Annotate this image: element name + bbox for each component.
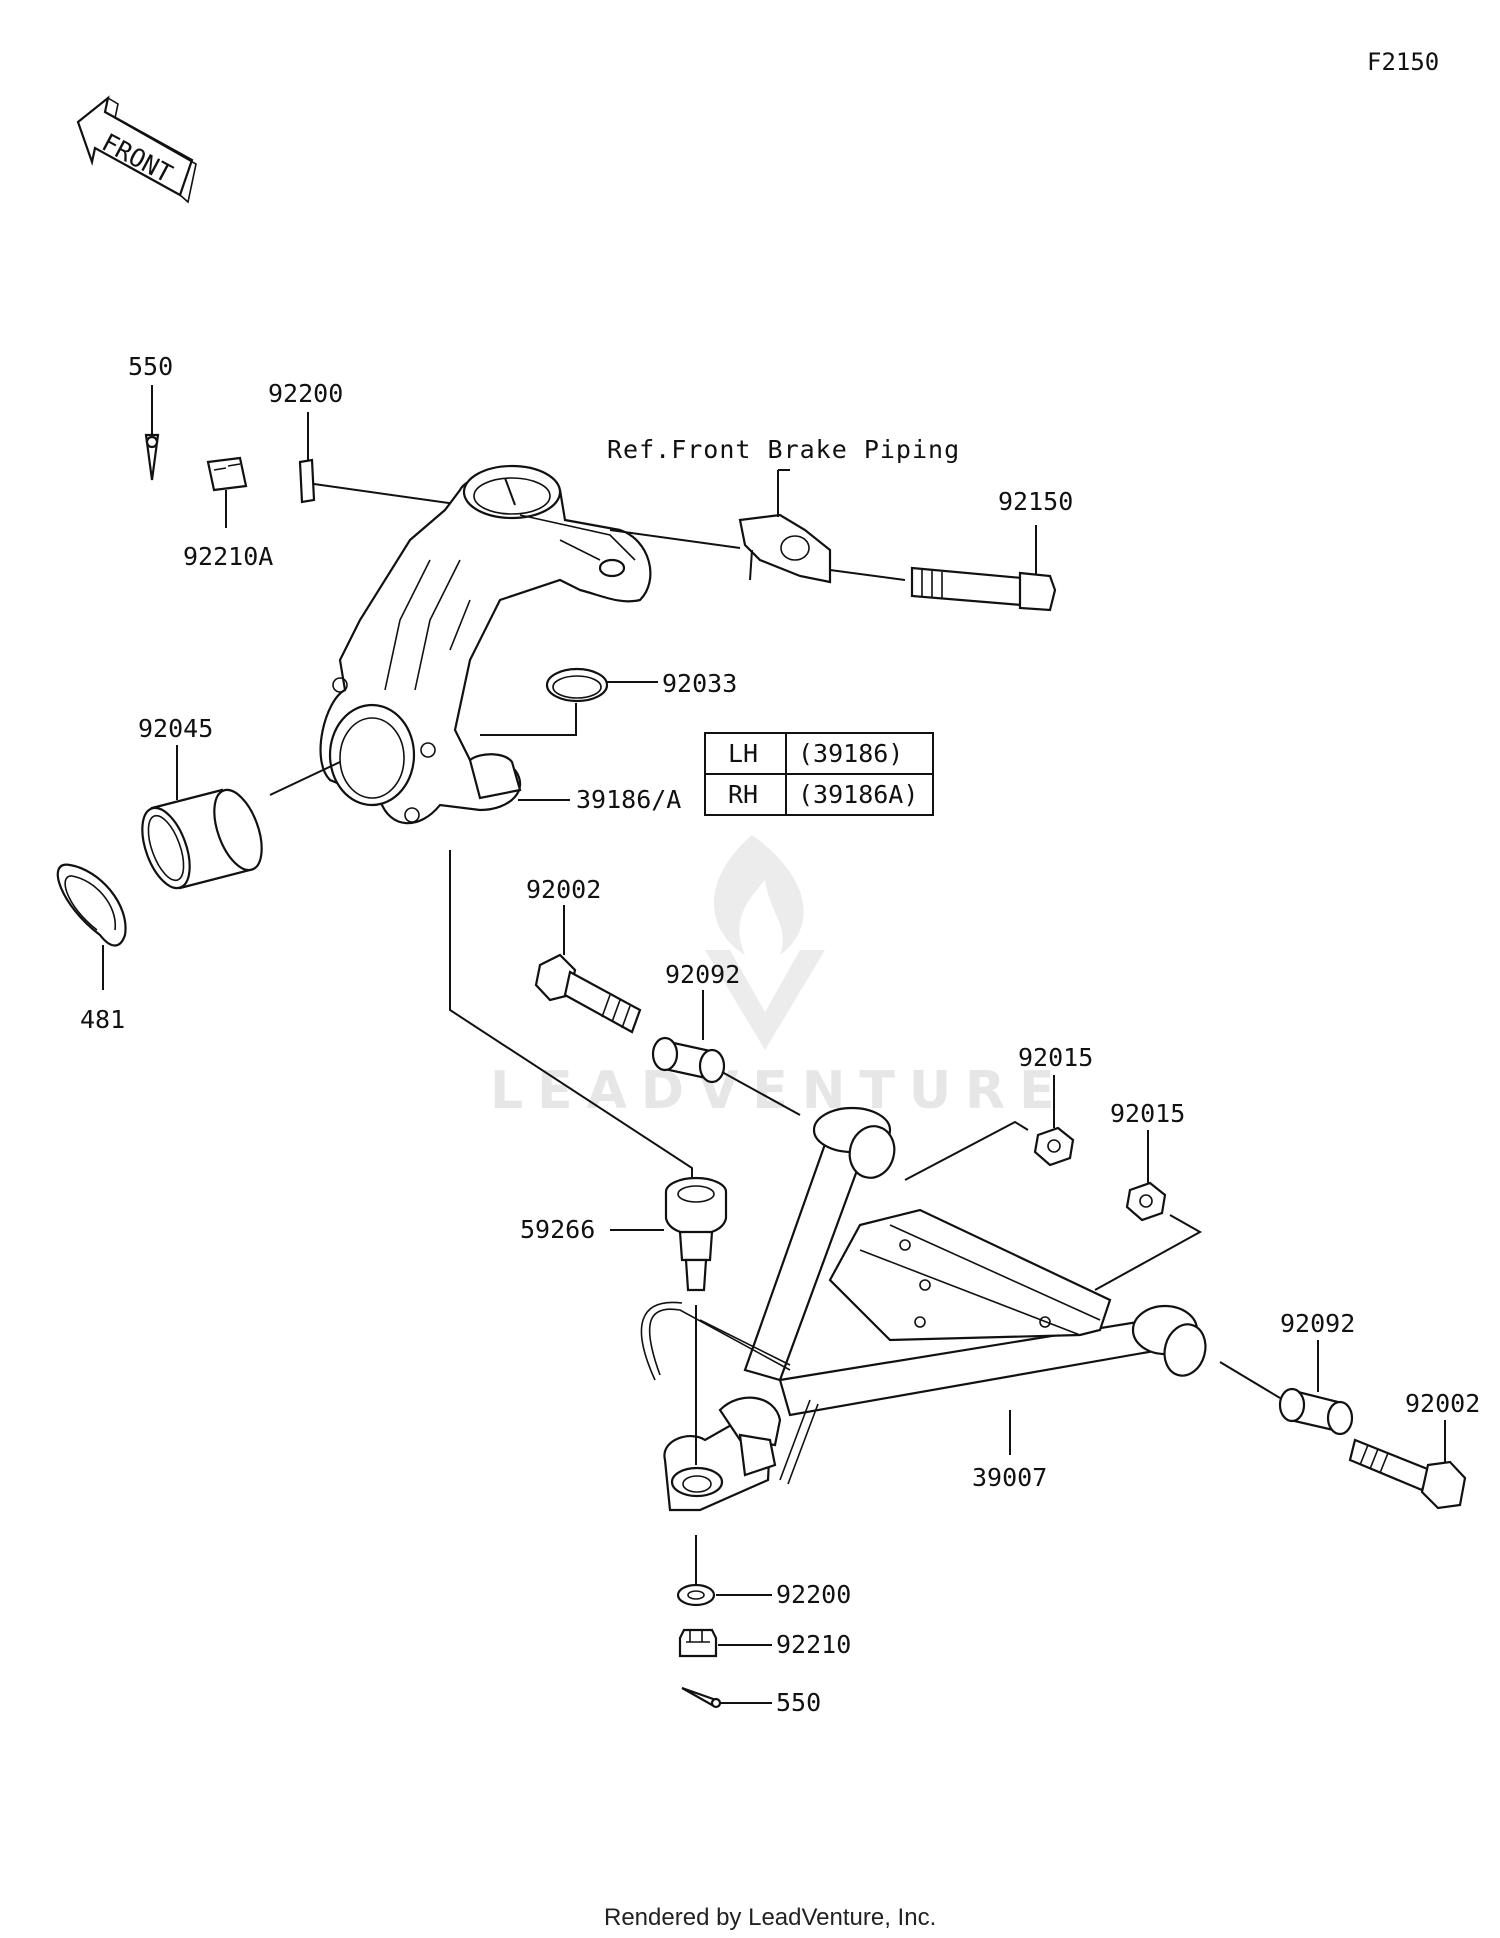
diagram-code: F2150 <box>1367 48 1439 76</box>
label-bolt-knuckle: 92150 <box>998 487 1073 516</box>
castle-nut-top <box>206 456 248 528</box>
label-lower-arm: 39007 <box>972 1463 1047 1492</box>
label-bolt-arm-right: 92002 <box>1405 1389 1480 1418</box>
steering-knuckle <box>319 464 652 825</box>
label-nut-b: 92015 <box>1110 1099 1185 1128</box>
ball-joint <box>610 1176 728 1465</box>
watermark-flame-icon <box>713 835 804 955</box>
bushing-left <box>651 990 801 1116</box>
table-rh-side: RH <box>728 780 758 809</box>
watermark: LEADVENTURE <box>490 835 1069 1121</box>
label-snap-ring-small: 92033 <box>662 669 737 698</box>
label-cotter-pin-bottom: 550 <box>776 1688 821 1717</box>
label-nut-a: 92015 <box>1018 1043 1093 1072</box>
nut-a <box>904 1075 1075 1181</box>
label-circlip: 481 <box>80 1005 125 1034</box>
bushing-right <box>1219 1340 1354 1436</box>
table-lh-side: LH <box>728 739 758 768</box>
label-washer-bottom: 92200 <box>776 1580 851 1609</box>
label-bolt-arm-left: 92002 <box>526 875 601 904</box>
circlip <box>56 863 127 990</box>
label-castle-nut-top: 92210A <box>183 542 273 571</box>
watermark-v-icon <box>705 950 825 1050</box>
label-knuckle: 39186/A <box>576 785 681 814</box>
label-castle-nut-bottom: 92210 <box>776 1630 851 1659</box>
washer-top <box>298 412 471 507</box>
footer-credit: Rendered by LeadVenture, Inc. <box>604 1904 936 1931</box>
label-bushing-right: 92092 <box>1280 1309 1355 1338</box>
label-bearing: 92045 <box>138 714 213 743</box>
bolt-knuckle <box>910 525 1057 612</box>
front-arrow-icon: FRONT <box>76 95 197 204</box>
side-table: LH (39186) RH (39186A) <box>704 732 934 816</box>
lower-a-arm <box>640 1106 1207 1512</box>
reference-note: Ref.Front Brake Piping <box>607 435 960 464</box>
brake-clamp <box>609 469 906 584</box>
label-washer-top: 92200 <box>268 379 343 408</box>
nut-b <box>1094 1130 1203 1291</box>
bearing <box>141 745 341 890</box>
bolt-arm-left <box>534 905 642 1034</box>
table-lh-part: (39186) <box>798 739 903 768</box>
washer-bottom <box>676 1583 772 1607</box>
label-cotter-pin-top: 550 <box>128 352 173 381</box>
table-rh-part: (39186A) <box>798 780 918 809</box>
bolt-arm-right <box>1348 1420 1467 1510</box>
castle-nut-bottom <box>678 1628 772 1658</box>
cotter-pin-bottom <box>681 1686 772 1709</box>
snap-ring-small <box>480 667 658 736</box>
watermark-text: LEADVENTURE <box>490 1061 1069 1121</box>
leader-knuckle-balljoint <box>449 850 693 1182</box>
label-bushing-left: 92092 <box>665 960 740 989</box>
cotter-pin-top <box>144 385 160 481</box>
label-ball-joint: 59266 <box>520 1215 595 1244</box>
